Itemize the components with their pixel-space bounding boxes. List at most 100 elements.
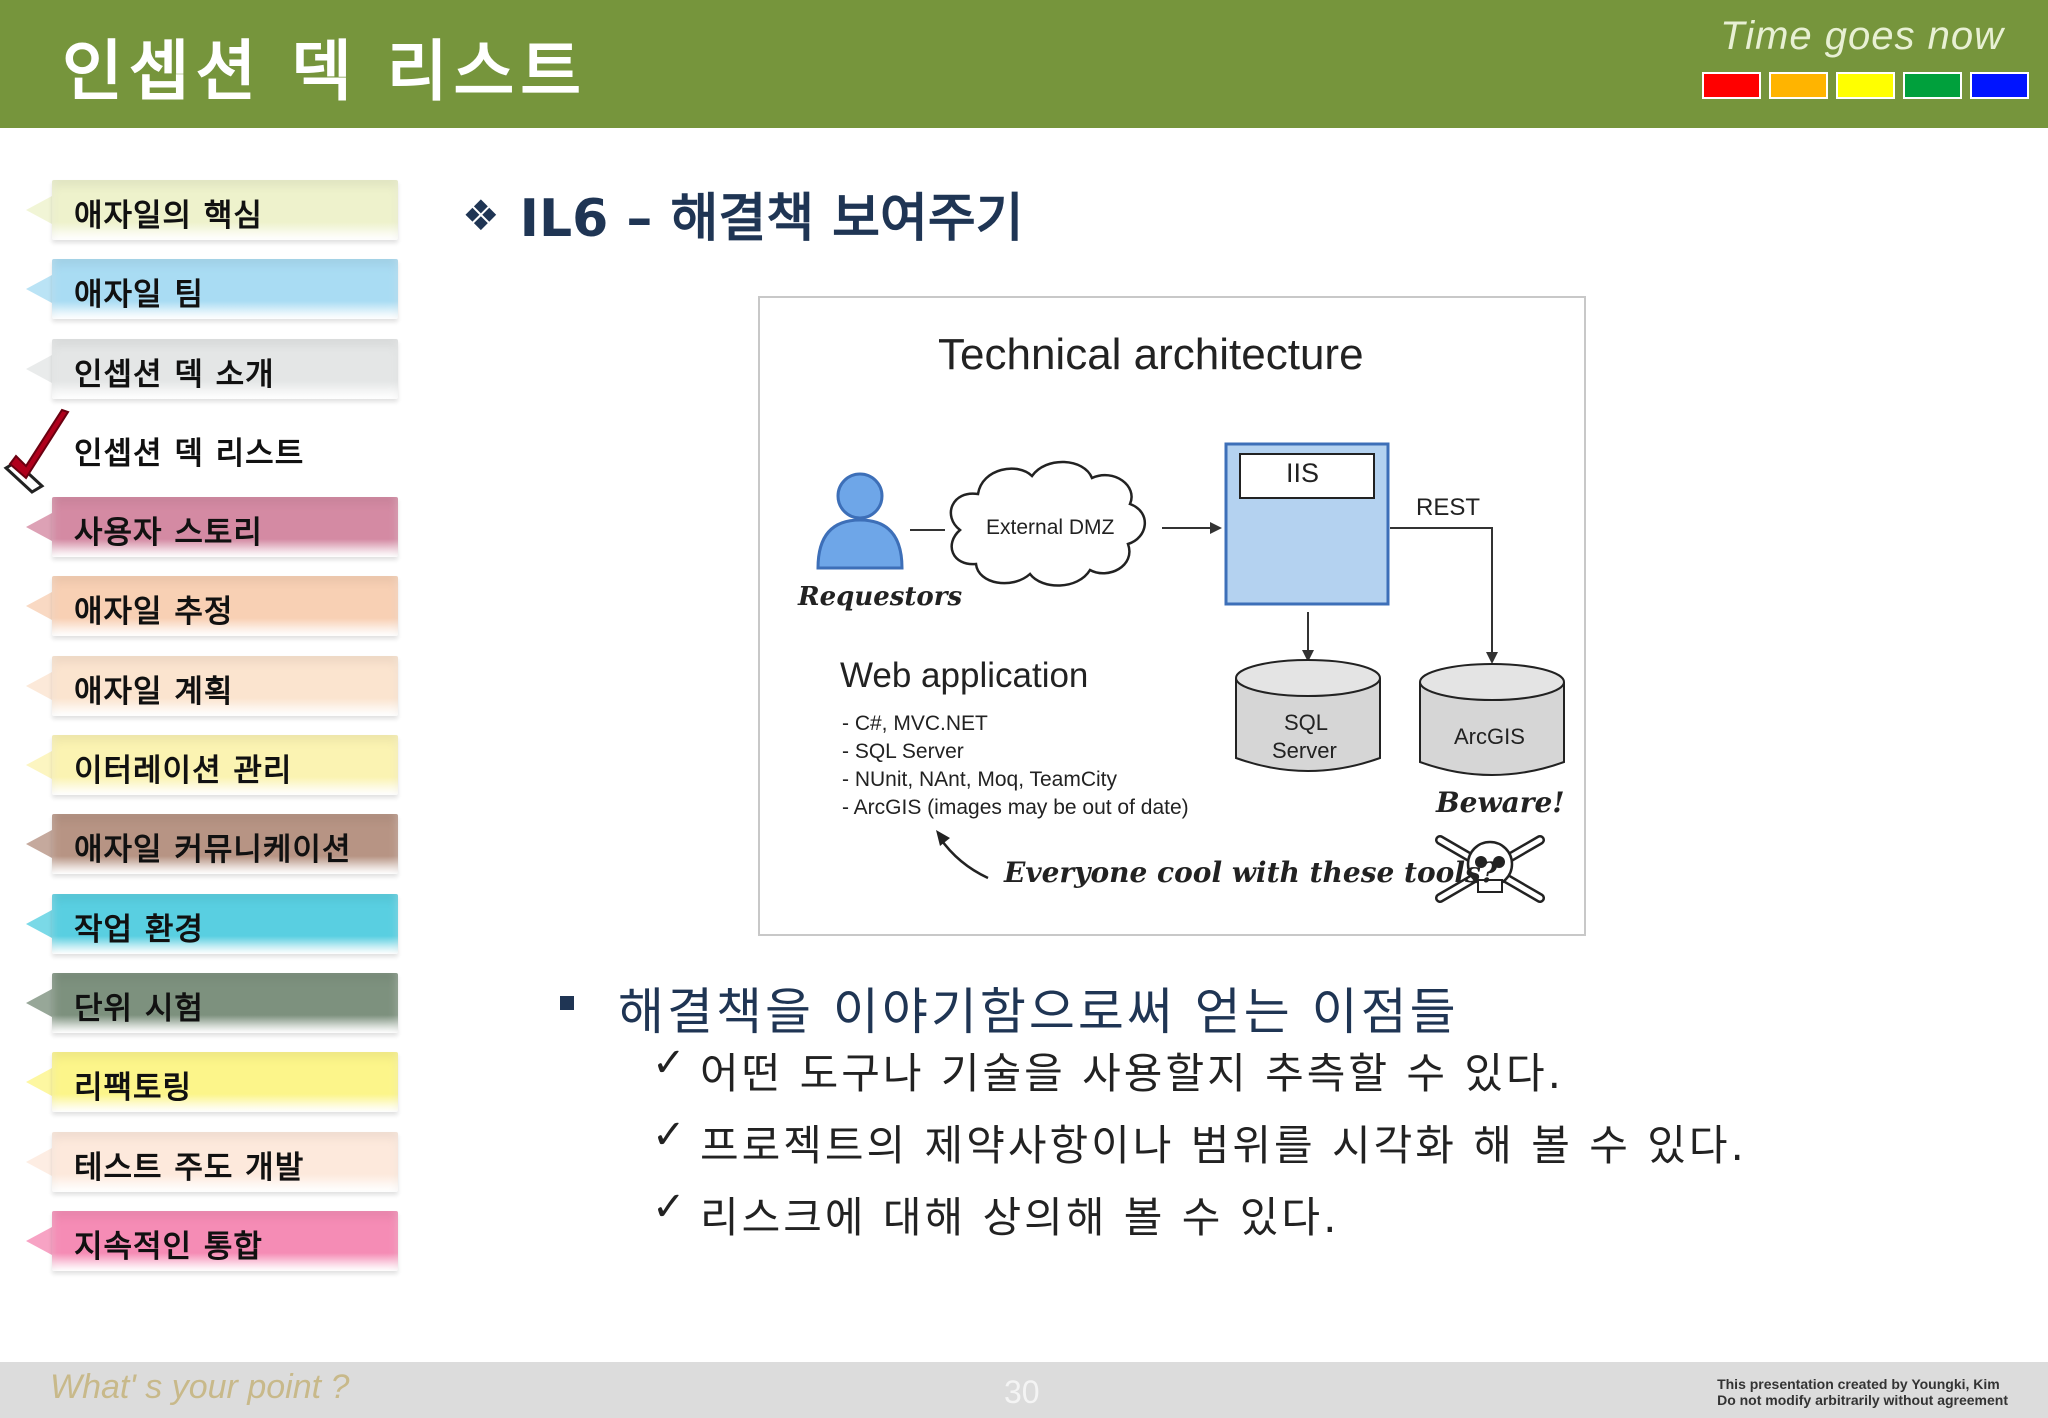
sidebar-item-label: 인셉션 덱 소개 (74, 356, 275, 393)
tools-question: Everyone cool with these tools? (1004, 856, 1498, 889)
sidebar-item-band (52, 893, 398, 954)
cloud-icon (949, 460, 1147, 587)
footer-bar: What' s your point ? 30 This presentatio… (0, 1362, 2048, 1418)
sidebar-item-band (52, 259, 398, 320)
color-swatch-bar (1702, 72, 2029, 99)
stack-item: - SQL Server (842, 740, 964, 763)
beware-label: Beware! (1436, 786, 1565, 819)
page-number: 30 (1004, 1374, 1040, 1410)
diagram-title: Technical architecture (938, 330, 1364, 379)
sidebar-item-label: 애자일 커뮤니케이션 (74, 832, 352, 869)
main-bullet-text: 해결책을 이야기함으로써 얻는 이점들 (618, 983, 1459, 1041)
sidebar-item-band (52, 497, 398, 558)
cloud-label: External DMZ (986, 516, 1115, 539)
sub-bullet: ✓ 리스크에 대해 상의해 볼 수 있다. (556, 1184, 1856, 1256)
pencil-tip-icon (26, 751, 52, 780)
benefits-list: 해결책을 이야기함으로써 얻는 이점들 ✓ 어떤 도구나 기술을 사용할지 추측… (556, 972, 1856, 1256)
sidebar-item-label: 사용자 스토리 (74, 515, 263, 552)
sidebar-item-label: 애자일 추정 (74, 594, 234, 631)
iis-label-box (1239, 453, 1375, 499)
stack-item: - ArcGIS (images may be out of date) (842, 796, 1189, 819)
stack-item: - NUnit, NAnt, Moq, TeamCity (842, 768, 1118, 791)
sidebar-item[interactable]: 애자일 커뮤니케이션 (22, 810, 398, 880)
sidebar-item[interactable]: 지속적인 통합 (22, 1207, 398, 1277)
current-checkmark-icon (3, 408, 70, 494)
pencil-tip-icon (26, 354, 52, 383)
sidebar-item-band (52, 735, 398, 796)
arrow-head (1302, 650, 1314, 662)
swatch-orange (1769, 72, 1828, 99)
arrow-head (1486, 652, 1498, 664)
swatch-blue (1970, 72, 2029, 99)
sidebar-item-band (52, 1052, 398, 1113)
sidebar-item-band (52, 1131, 398, 1192)
pencil-tip-icon (26, 592, 52, 621)
diamond-bullet-icon: ❖ (462, 191, 500, 240)
pencil-tip-icon (26, 988, 52, 1017)
page-title: 인셉션 덱 리스트 (62, 33, 587, 110)
sidebar-item-band (52, 655, 398, 716)
section-title-text: IL6 – 해결책 보여주기 (519, 189, 1024, 249)
sidebar-item[interactable]: 리팩토링 (22, 1048, 398, 1118)
architecture-diagram: Technical architecture Requestors Extern… (758, 296, 1586, 936)
sidebar-item-band (52, 417, 398, 478)
sidebar-item[interactable]: 이터레이션 관리 (22, 731, 398, 801)
checkmark-icon: ✓ (652, 1184, 689, 1230)
sidebar-item[interactable]: 사용자 스토리 (22, 493, 398, 563)
sidebar-item-label: 리팩토링 (74, 1070, 193, 1107)
footer-slogan: What' s your point ? (50, 1368, 350, 1406)
rest-label: REST (1416, 494, 1481, 521)
header-tagline: Time goes now (1720, 14, 2004, 58)
pencil-tip-icon (26, 909, 52, 938)
sidebar-item-label: 애자일 팀 (74, 277, 204, 314)
sidebar-item-band (52, 576, 398, 637)
sidebar-item[interactable]: 인셉션 덱 소개 (22, 335, 398, 405)
sidebar-item[interactable]: 테스트 주도 개발 (22, 1128, 398, 1198)
checkmark-icon: ✓ (652, 1040, 689, 1086)
sidebar-item[interactable]: 애자일의 핵심 (22, 176, 398, 246)
arcgis-database-icon (1419, 663, 1565, 776)
diagram-graphics (816, 442, 1565, 903)
main-bullet: 해결책을 이야기함으로써 얻는 이점들 (556, 972, 1856, 1041)
curved-arrow (938, 837, 989, 880)
pencil-tip-icon (26, 671, 52, 700)
arrow-head (1210, 522, 1222, 534)
header-bar: 인셉션 덱 리스트 Time goes now (0, 0, 2048, 128)
sub-bullet: ✓ 어떤 도구나 기술을 사용할지 추측할 수 있다. (556, 1040, 1856, 1112)
sidebar-item[interactable]: 단위 시험 (22, 969, 398, 1039)
sidebar-item[interactable]: 작업 환경 (22, 890, 398, 960)
stack-item: - C#, MVC.NET (842, 712, 988, 735)
sub-bullet: ✓ 프로젝트의 제약사항이나 범위를 시각화 해 볼 수 있다. (556, 1112, 1856, 1184)
sidebar-item[interactable]: 애자일 계획 (22, 652, 398, 722)
sidebar-item[interactable]: 애자일 팀 (22, 255, 398, 325)
credit-line: Do not modify arbitrarily without agreem… (1717, 1392, 2008, 1408)
sidebar-item-label: 지속적인 통합 (74, 1228, 263, 1265)
swatch-red (1702, 72, 1761, 99)
section-title: ❖ IL6 – 해결책 보여주기 (462, 176, 1024, 251)
sidebar-item-band (52, 814, 398, 875)
sidebar-item-label: 작업 환경 (74, 911, 204, 948)
sidebar-item-band (52, 972, 398, 1033)
sidebar-item-band (52, 180, 398, 240)
sidebar-item-label: 단위 시험 (74, 990, 204, 1027)
sub-bullet-text: 리스크에 대해 상의해 볼 수 있다. (700, 1193, 1340, 1242)
sidebar-item-label: 애자일 계획 (74, 673, 234, 710)
pencil-tip-icon (26, 830, 52, 859)
sub-bullet-text: 프로젝트의 제약사항이나 범위를 시각화 해 볼 수 있다. (700, 1121, 1747, 1170)
arcgis-label: ArcGIS (1454, 724, 1525, 749)
rest-connector (1390, 527, 1493, 654)
sql-label-line1: SQL (1284, 710, 1329, 735)
sidebar-item-band (52, 338, 398, 399)
sidebar-item-label: 테스트 주도 개발 (74, 1149, 305, 1186)
swatch-green (1903, 72, 1962, 99)
sidebar-item[interactable]: 인셉션 덱 리스트 (3, 408, 398, 494)
iis-label: IIS (1286, 458, 1320, 488)
arrow-head (936, 830, 950, 846)
sql-database-icon (1235, 659, 1381, 772)
pencil-tip-icon (26, 513, 52, 542)
square-bullet-icon (560, 996, 574, 1010)
webapp-heading: Web application (840, 656, 1089, 695)
sidebar-item[interactable]: 애자일 추정 (22, 572, 398, 642)
sidebar-item-band (52, 1210, 398, 1271)
